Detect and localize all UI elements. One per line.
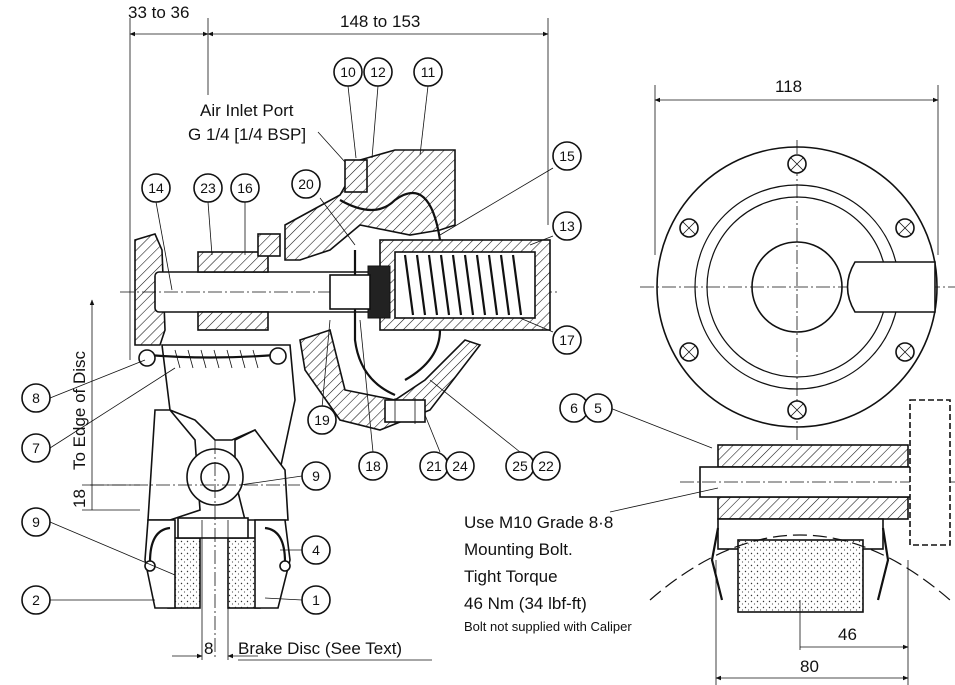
svg-text:2: 2 (32, 592, 40, 608)
balloon-15: 15 (552, 141, 582, 171)
svg-text:1: 1 (312, 592, 320, 608)
dim-46: 46 (838, 625, 857, 644)
spring-coils (403, 254, 523, 316)
bolt-line5: Bolt not supplied with Caliper (464, 619, 632, 634)
air-inlet-line2: G 1/4 [1/4 BSP] (188, 125, 306, 144)
balloon-2: 2 (21, 585, 51, 615)
balloon-5: 5 (583, 393, 613, 423)
balloon-4: 4 (301, 535, 331, 565)
section-view (90, 149, 560, 661)
svg-text:15: 15 (559, 148, 575, 164)
balloon-14: 14 (141, 173, 171, 203)
balloon-8: 8 (21, 383, 51, 413)
svg-text:18: 18 (365, 458, 381, 474)
svg-text:8: 8 (32, 390, 40, 406)
flange-bolts (679, 154, 915, 420)
svg-text:16: 16 (237, 180, 253, 196)
svg-text:24: 24 (452, 458, 468, 474)
svg-text:25: 25 (512, 458, 528, 474)
dim-overall-length: 148 to 153 (340, 12, 420, 31)
air-inlet-note: Air Inlet Port G 1/4 [1/4 BSP] (188, 101, 346, 163)
svg-text:9: 9 (312, 468, 320, 484)
svg-text:4: 4 (312, 542, 320, 558)
air-inlet-line1: Air Inlet Port (200, 101, 294, 120)
edge-value: 18 (70, 489, 89, 508)
svg-text:12: 12 (370, 64, 386, 80)
balloon-21: 21 (419, 451, 449, 481)
balloon-16: 16 (230, 173, 260, 203)
pad-gap-dim: 8 (204, 639, 213, 658)
edge-label: To Edge of Disc (70, 350, 89, 470)
svg-text:20: 20 (298, 176, 314, 192)
balloon-7: 7 (21, 433, 51, 463)
dim-118: 118 (775, 77, 802, 96)
balloon-11: 11 (413, 57, 443, 87)
balloons: 10 12 11 15 14 23 16 20 13 17 19 8 7 6 5… (21, 57, 613, 615)
dim-80: 80 (800, 657, 819, 676)
balloon-17: 17 (552, 325, 582, 355)
bolt-line1: Use M10 Grade 8·8 (464, 513, 613, 532)
svg-text:13: 13 (559, 218, 575, 234)
top-dimensions: 33 to 36 148 to 153 (128, 3, 549, 360)
balloon-19: 19 (307, 405, 337, 435)
svg-text:11: 11 (421, 64, 436, 80)
balloon-13: 13 (552, 211, 582, 241)
balloon-10: 10 (333, 57, 363, 87)
bolt-line3: Tight Torque (464, 567, 558, 586)
balloon-25: 25 (505, 451, 535, 481)
balloon-20: 20 (291, 169, 321, 199)
dim-left-offset: 33 to 36 (128, 3, 189, 22)
balloon-9-lower: 9 (21, 507, 51, 537)
balloon-24: 24 (445, 451, 475, 481)
svg-text:23: 23 (200, 180, 216, 196)
svg-text:5: 5 (594, 400, 602, 416)
balloon-23: 23 (193, 173, 223, 203)
bolt-line4: 46 Nm (34 lbf-ft) (464, 594, 587, 613)
balloon-1: 1 (301, 585, 331, 615)
balloon-12: 12 (363, 57, 393, 87)
balloon-18: 18 (358, 451, 388, 481)
brake-disc-note: Brake Disc (See Text) (238, 639, 402, 658)
svg-text:6: 6 (570, 400, 578, 416)
balloon-9-upper: 9 (301, 461, 331, 491)
svg-text:21: 21 (426, 458, 442, 474)
svg-text:10: 10 (340, 64, 356, 80)
svg-text:19: 19 (314, 412, 330, 428)
balloon-6: 6 (559, 393, 589, 423)
svg-text:14: 14 (148, 180, 164, 196)
balloon-22: 22 (531, 451, 561, 481)
svg-text:22: 22 (538, 458, 554, 474)
svg-text:7: 7 (32, 440, 40, 456)
bolt-line2: Mounting Bolt. (464, 540, 573, 559)
balloon-leaders (49, 85, 713, 601)
svg-text:17: 17 (559, 332, 575, 348)
svg-text:9: 9 (32, 514, 40, 530)
end-view: 118 46 80 (640, 77, 955, 685)
edge-dimension: To Edge of Disc 18 (70, 299, 140, 511)
bolt-note: Use M10 Grade 8·8 Mounting Bolt. Tight T… (464, 487, 719, 634)
